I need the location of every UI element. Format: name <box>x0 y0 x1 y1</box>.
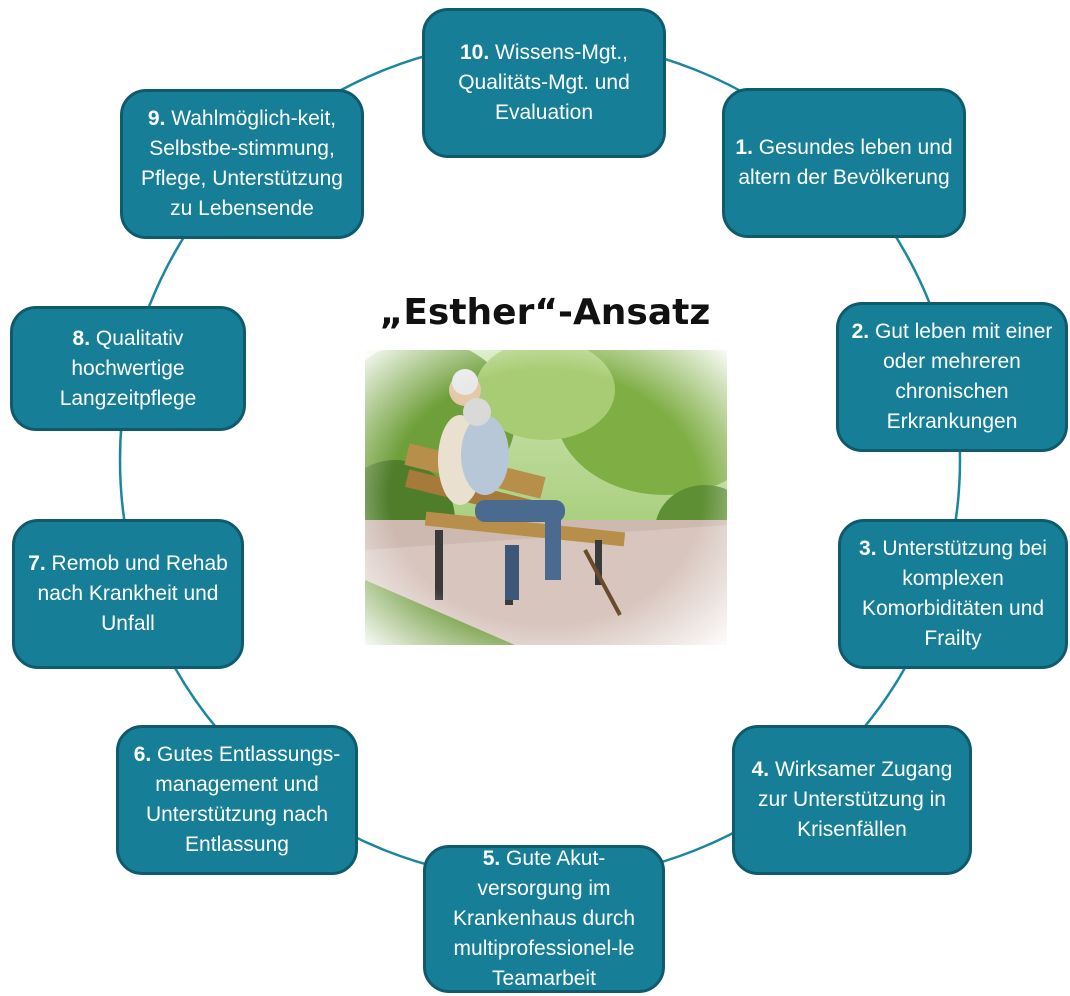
node-label: Wahlmöglich-keit, Selbstbe-stimmung, Pfl… <box>141 107 343 220</box>
node-label: Gute Akut-versorgung im Krankenhaus durc… <box>452 847 636 990</box>
diagram-title: „Esther“-Ansatz <box>379 292 711 333</box>
node-label: Wissens-Mgt., Qualitäts-Mgt. und Evaluat… <box>458 41 630 124</box>
node-box-7: 7. Remob und Rehab nach Krankheit und Un… <box>12 519 244 669</box>
node-number: 7. <box>28 552 46 575</box>
node-box-8: 8. Qualitativ hochwertige Langzeitpflege <box>10 306 246 431</box>
node-label: Gut leben mit einer oder mehreren chroni… <box>869 320 1053 433</box>
node-number: 1. <box>735 136 753 159</box>
node-number: 3. <box>859 537 877 560</box>
node-label: Gesundes leben und altern der Bevölkerun… <box>738 136 953 189</box>
node-box-6: 6. Gutes Entlassungs-management und Unte… <box>116 725 358 875</box>
node-box-4: 4. Wirksamer Zugang zur Unterstützung in… <box>732 725 972 875</box>
node-box-2: 2. Gut leben mit einer oder mehreren chr… <box>836 302 1068 452</box>
node-box-5: 5. Gute Akut-versorgung im Krankenhaus d… <box>423 845 665 993</box>
node-label: Gutes Entlassungs-management und Unterst… <box>145 743 341 856</box>
node-number: 10. <box>459 41 490 64</box>
elderly-couple-on-bench-photo <box>365 350 727 645</box>
node-label: Unterstützung bei komplexen Komorbidität… <box>861 537 1047 650</box>
node-number: 2. <box>851 320 870 343</box>
node-number: 6. <box>133 743 152 766</box>
node-box-9: 9. Wahlmöglich-keit, Selbstbe-stimmung, … <box>120 89 364 239</box>
node-label: Wirksamer Zugang zur Unterstützung in Kr… <box>758 758 953 841</box>
node-box-10: 10. Wissens-Mgt., Qualitäts-Mgt. und Eva… <box>422 8 666 158</box>
node-number: 9. <box>147 107 166 130</box>
node-label: Qualitativ hochwertige Langzeitpflege <box>59 326 197 410</box>
node-number: 5. <box>482 847 501 870</box>
node-number: 4. <box>751 758 770 781</box>
node-label: Remob und Rehab nach Krankheit und Unfal… <box>37 552 228 635</box>
node-box-1: 1. Gesundes leben und altern der Bevölke… <box>722 88 966 238</box>
node-number: 8. <box>72 326 91 350</box>
node-box-3: 3. Unterstützung bei komplexen Komorbidi… <box>838 519 1068 669</box>
